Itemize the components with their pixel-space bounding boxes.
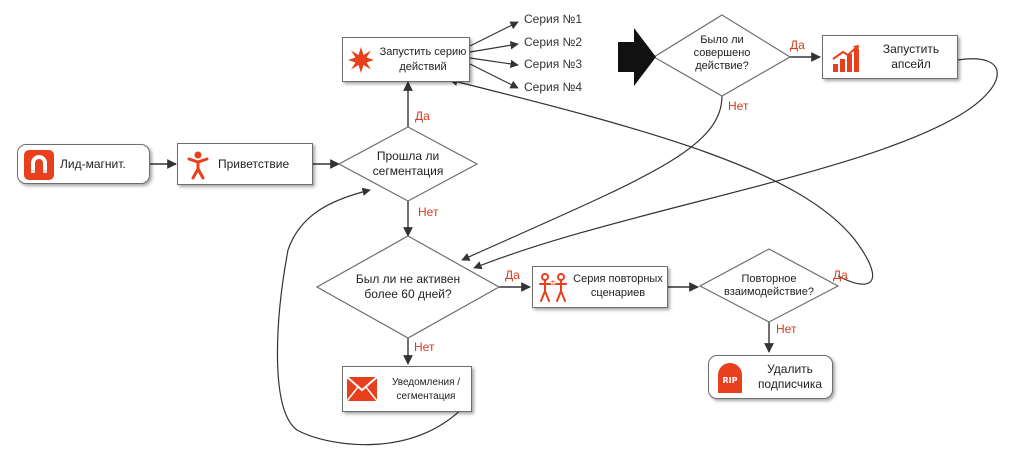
edge-reengagement-yes-to-launch: [449, 77, 874, 285]
series-4-label: Серия №4: [524, 80, 583, 94]
decision-action-done-text: Было ли совершено действие?: [693, 34, 751, 72]
node-notifications-label: Уведомления / сегментация: [391, 377, 461, 402]
tombstone-icon: RIP: [718, 363, 742, 393]
growth-chart-icon: [832, 45, 859, 72]
edge-notifications-loop-to-segmentation: [276, 187, 471, 446]
edge-launch-to-series-2: [469, 41, 519, 53]
decision-segmentation-text: Прошла ли сегментация: [372, 149, 444, 178]
label-segmentation-yes: Да: [415, 109, 430, 123]
edge-launch-to-series-4: [469, 63, 519, 89]
label-action-no: Нет: [728, 99, 749, 113]
magnet-icon: [24, 150, 54, 180]
node-lead-magnet-label: Лид-магнит.: [60, 157, 126, 171]
svg-text:RIP: RIP: [723, 376, 738, 385]
edge-launch-to-series-1: [469, 21, 519, 47]
label-reengagement-yes: Да: [833, 268, 848, 282]
node-repeat-series-label: Серия повторных сценариев: [573, 273, 663, 299]
node-welcome[interactable]: Приветствие: [177, 143, 313, 185]
decision-segmentation: [337, 126, 479, 202]
node-launch-series-label: Запустить серию действий: [379, 46, 467, 73]
node-notifications[interactable]: Уведомления / сегментация: [342, 366, 472, 412]
decision-action-done: [652, 14, 792, 97]
edge-upsell-loop-to-inactive: [473, 58, 998, 270]
big-arrow-icon: [618, 28, 656, 86]
node-upsell[interactable]: Запустить апсейл: [822, 35, 958, 79]
label-action-yes: Да: [790, 38, 805, 52]
label-reengagement-no: Нет: [776, 322, 797, 336]
node-delete-subscriber-label: Удалить подписчика: [757, 362, 823, 391]
svg-text:±: ±: [550, 278, 557, 287]
label-segmentation-no: Нет: [418, 205, 439, 219]
series-3-label: Серия №3: [524, 57, 583, 71]
decision-reengagement: [698, 248, 840, 323]
burst-icon: [348, 47, 374, 73]
person-icon: [187, 151, 209, 180]
node-repeat-series[interactable]: ± Серия повторных сценариев: [532, 266, 668, 308]
node-welcome-label: Приветствие: [218, 157, 290, 171]
label-inactive-no: Нет: [414, 340, 435, 354]
decision-inactive: [315, 235, 501, 339]
node-launch-series[interactable]: Запустить серию действий: [342, 37, 470, 82]
series-2-label: Серия №2: [524, 35, 583, 49]
decision-inactive-text: Был ли не активен более 60 дней?: [355, 272, 461, 301]
label-inactive-yes: Да: [505, 268, 520, 282]
series-1-label: Серия №1: [524, 12, 583, 26]
decision-reengagement-text: Повторное взаимодействие?: [724, 273, 814, 298]
people-icon: ±: [539, 273, 567, 302]
node-lead-magnet[interactable]: Лид-магнит.: [17, 144, 150, 184]
edge-launch-to-series-3: [469, 57, 519, 69]
node-delete-subscriber[interactable]: RIP Удалить подписчика: [708, 355, 833, 399]
edge-action-no-to-inactive: [461, 95, 723, 261]
node-upsell-label: Запустить апсейл: [882, 42, 940, 71]
envelope-icon: [347, 377, 377, 401]
